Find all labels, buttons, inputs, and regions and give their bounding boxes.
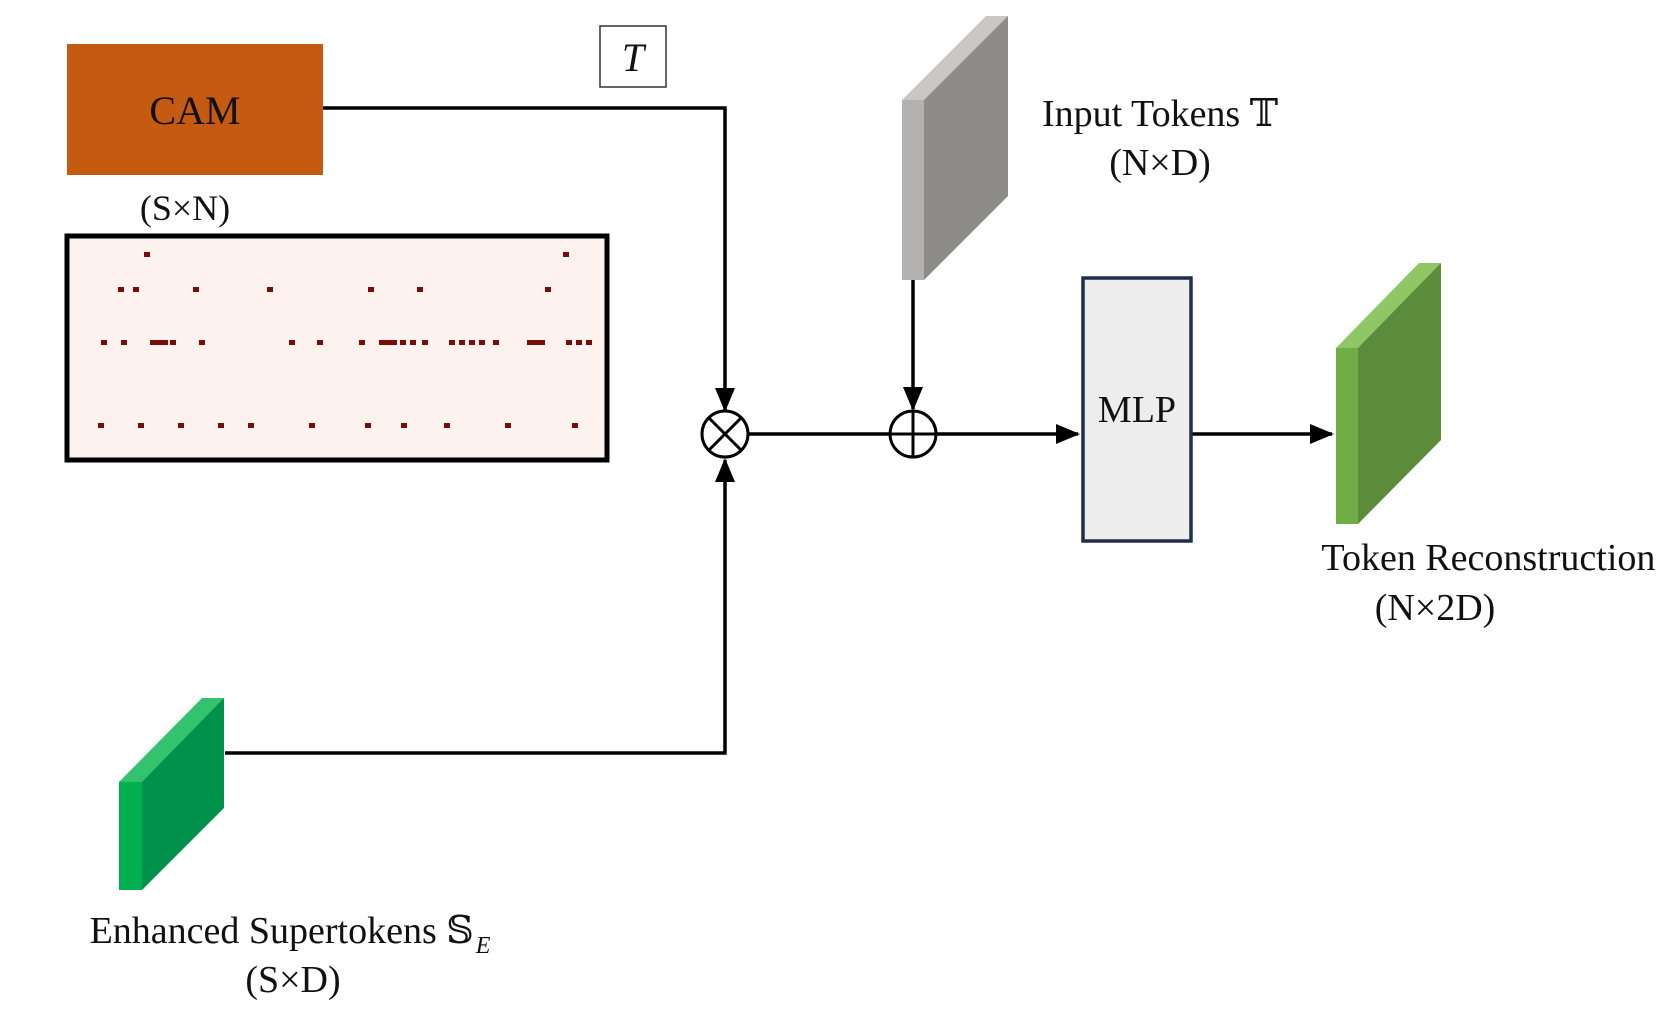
matrix-dot: [563, 252, 569, 257]
matrix-dot: [533, 340, 539, 345]
cam-matrix-dots: [98, 252, 592, 428]
matrix-dot: [368, 287, 374, 292]
matrix-dot: [248, 423, 254, 428]
matrix-dot: [469, 340, 475, 345]
mlp-label: MLP: [1098, 389, 1176, 431]
matrix-dot: [527, 340, 533, 345]
matrix-dot: [385, 340, 391, 345]
matrix-dot: [289, 340, 295, 345]
matrix-dot: [400, 340, 406, 345]
token-reconstruction-block: [1336, 263, 1441, 524]
matrix-dot: [545, 287, 551, 292]
mlp-block: [1081, 276, 1193, 543]
matrix-dot: [218, 423, 224, 428]
matrix-dot: [365, 423, 371, 428]
multiply-operator-icon: [700, 409, 750, 459]
matrix-dot: [572, 423, 578, 428]
matrix-dot: [444, 423, 450, 428]
add-operator-icon: [888, 409, 938, 459]
t-box: [599, 25, 667, 88]
matrix-dot: [401, 423, 407, 428]
matrix-dot: [479, 340, 485, 345]
input-tokens-label: Input Tokens 𝕋: [1042, 93, 1278, 135]
matrix-dot: [170, 340, 176, 345]
matrix-dot: [449, 340, 455, 345]
matrix-dot: [121, 340, 127, 345]
matrix-dot: [539, 340, 545, 345]
t-label: T: [622, 35, 647, 80]
cam-to-multiply-line: [323, 106, 735, 412]
matrix-dot: [118, 287, 124, 292]
matrix-dot: [317, 340, 323, 345]
matrix-dot: [359, 340, 365, 345]
matrix-dot: [379, 340, 385, 345]
matrix-dot: [199, 340, 205, 345]
matrix-dot: [144, 252, 150, 257]
matrix-dot: [98, 423, 104, 428]
supertokens-dims: (S×D): [245, 959, 340, 1001]
matrix-dot: [309, 423, 315, 428]
matrix-dot: [586, 340, 592, 345]
matrix-dot: [162, 340, 168, 345]
matrix-dot: [101, 340, 107, 345]
input-tokens-block: [902, 16, 1008, 280]
matrix-dot: [391, 340, 397, 345]
matrix-dot: [138, 423, 144, 428]
token-reconstruction-dims: (N×2D): [1375, 587, 1496, 629]
matrix-dot: [422, 340, 428, 345]
cam-matrix: [64, 233, 610, 463]
matrix-dot: [178, 423, 184, 428]
matrix-dot: [505, 423, 511, 428]
matrix-dot: [417, 287, 423, 292]
matrix-dot: [150, 340, 156, 345]
matrix-dot: [267, 287, 273, 292]
cam-block: [67, 44, 323, 175]
cam-label: CAM: [149, 88, 240, 133]
supertokens-label: Enhanced Supertokens 𝕊E: [90, 910, 491, 959]
super-to-multiply-line: [225, 458, 735, 755]
matrix-dot: [193, 287, 199, 292]
supertokens-block: [119, 698, 224, 890]
matrix-dot: [576, 340, 582, 345]
input-tokens-dims: (N×D): [1109, 142, 1211, 184]
matrix-dot: [156, 340, 162, 345]
matrix-dot: [566, 340, 572, 345]
matrix-dot: [133, 287, 139, 292]
cam-dims: (S×N): [140, 188, 230, 228]
token-reconstruction-label: Token Reconstruction 𝕋R: [1321, 537, 1661, 587]
matrix-dot: [410, 340, 416, 345]
matrix-dot: [493, 340, 499, 345]
matrix-dot: [459, 340, 465, 345]
